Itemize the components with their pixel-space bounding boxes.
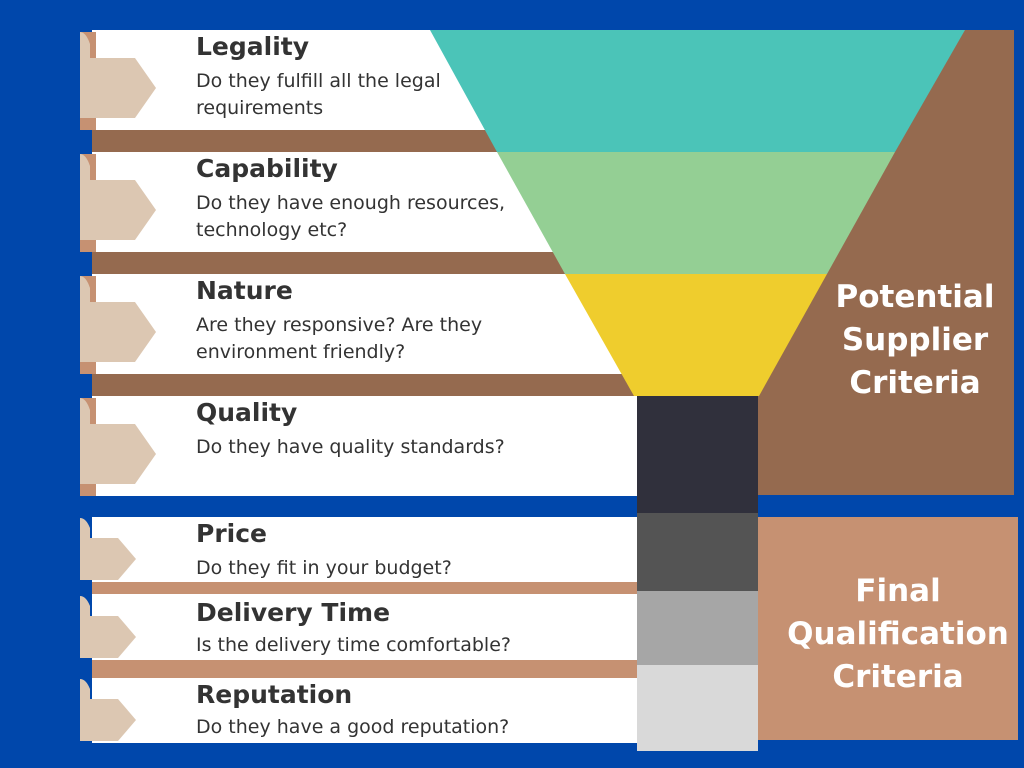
divider-band [92, 660, 637, 678]
criteria-title: Nature [196, 276, 293, 305]
criteria-title: Quality [196, 398, 298, 427]
label-line: Criteria [832, 659, 964, 695]
label-line: Supplier [841, 322, 989, 358]
arrow-tab-delivery-time [80, 596, 136, 658]
criteria-card-price: Price Do they fit in your budget? [92, 517, 637, 582]
criteria-card-reputation: Reputation Do they have a good reputatio… [92, 678, 637, 743]
criteria-description: Do they have enough resources, technolog… [196, 192, 506, 241]
label-line: Final [855, 573, 941, 609]
criteria-card-legality: Legality Do they fulfill all the legal r… [92, 30, 637, 130]
criteria-title: Legality [196, 32, 310, 61]
arrow-tab-nature [80, 276, 156, 374]
funnel-stem-light [637, 591, 758, 665]
arrow-tab-reputation [80, 679, 136, 741]
arrow-tabs [80, 32, 156, 741]
criteria-description: Do they fit in your budget? [196, 557, 452, 579]
arrow-tab-legality [80, 32, 156, 130]
criteria-card-nature: Nature Are they responsive? Are they env… [92, 274, 637, 374]
criteria-description: Do they have quality standards? [196, 436, 505, 458]
criteria-title: Capability [196, 154, 338, 183]
potential-supplier-criteria-label: Potential Supplier Criteria [810, 276, 1020, 405]
criteria-title: Price [196, 519, 267, 548]
criteria-card-delivery-time: Delivery Time Is the delivery time comfo… [92, 594, 637, 660]
final-qualification-criteria-label: Final Qualification Criteria [778, 570, 1018, 699]
criteria-description: Do they have a good reputation? [196, 716, 510, 738]
final-criteria-panel [757, 517, 1018, 740]
criteria-title: Delivery Time [196, 598, 391, 627]
divider-band [92, 582, 637, 594]
label-line: Qualification [787, 616, 1009, 652]
label-line: Criteria [849, 365, 981, 401]
label-line: Potential [835, 279, 995, 315]
arrow-tab-quality [80, 398, 156, 496]
criteria-card-capability: Capability Do they have enough resources… [92, 152, 637, 252]
arrow-tab-capability [80, 154, 156, 252]
funnel-stem-gray [637, 513, 758, 591]
criteria-card-quality: Quality Do they have quality standards? [92, 396, 637, 496]
criteria-description: Is the delivery time comfortable? [196, 634, 511, 656]
criteria-title: Reputation [196, 680, 353, 709]
arrow-tab-price [80, 518, 136, 580]
criteria-description: Are they responsive? Are they environmen… [196, 314, 483, 363]
funnel-stem-lightest [637, 665, 758, 751]
criteria-description: Do they fulfill all the legal requiremen… [196, 70, 441, 119]
